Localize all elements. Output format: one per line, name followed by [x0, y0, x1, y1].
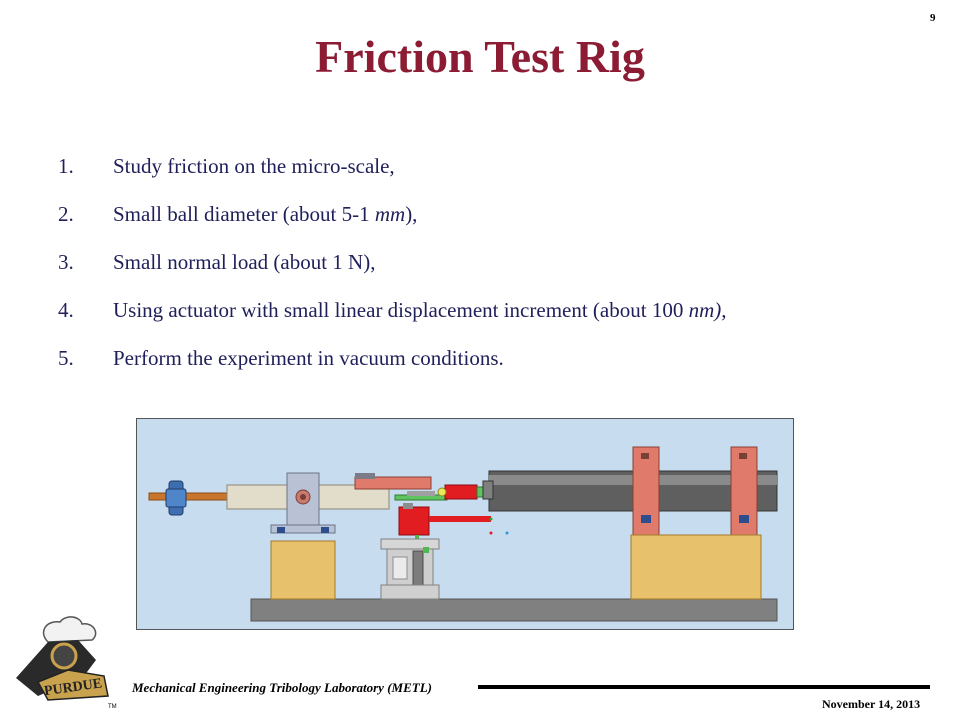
- slide-number: 9: [930, 12, 936, 24]
- bullet-list: 1. Study friction on the micro-scale, 2.…: [58, 154, 938, 394]
- slide-title: Friction Test Rig: [315, 31, 645, 82]
- left-block: [270, 540, 336, 600]
- arm: [354, 476, 432, 490]
- item-number: 1.: [58, 154, 74, 178]
- svg-text:TM: TM: [108, 704, 117, 710]
- right-bracket: [730, 446, 758, 538]
- item-text: Perform the experiment in vacuum conditi…: [113, 346, 504, 370]
- item-number: 5.: [58, 346, 74, 370]
- item-text: Small normal load (about 1 N),: [113, 250, 376, 274]
- item-number: 3.: [58, 250, 74, 274]
- base-plate: [250, 598, 778, 622]
- item-text: Using actuator with small linear displac…: [113, 298, 727, 322]
- rod: [148, 492, 230, 501]
- list-item: 1. Study friction on the micro-scale,: [58, 154, 938, 202]
- right-bracket: [632, 446, 660, 538]
- stage: [380, 538, 440, 550]
- footer-lab-name: Mechanical Engineering Tribology Laborat…: [132, 680, 432, 695]
- list-item: 3. Small normal load (about 1 N),: [58, 250, 938, 298]
- item-text: Small ball diameter (about 5-1 mm),: [113, 202, 418, 226]
- ball-holder: [444, 484, 478, 500]
- item-text: Study friction on the micro-scale,: [113, 154, 395, 178]
- right-block: [630, 534, 762, 600]
- item-number: 4.: [58, 298, 74, 322]
- list-item: 2. Small ball diameter (about 5-1 mm),: [58, 202, 938, 250]
- sensor: [398, 506, 430, 536]
- list-item: 5. Perform the experiment in vacuum cond…: [58, 346, 938, 394]
- item-number: 2.: [58, 202, 74, 226]
- purdue-logo: PURDUE TM: [8, 612, 120, 712]
- list-item: 4. Using actuator with small linear disp…: [58, 298, 938, 346]
- footer-divider: [478, 685, 930, 689]
- knob: [165, 480, 187, 516]
- footer-date: November 14, 2013: [822, 697, 921, 711]
- test-rig-illustration: [136, 418, 794, 630]
